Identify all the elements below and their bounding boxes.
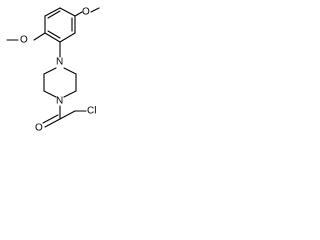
carbonyl-methylene-bond bbox=[59, 110, 76, 120]
piperazine-nitrogen-bottom-label: N bbox=[56, 96, 63, 107]
carbonyl-carbon-oxygen-bond bbox=[44, 118, 61, 128]
piperazine-ring bbox=[43, 67, 77, 98]
piperazine-bond-bottom-left bbox=[43, 90, 57, 98]
methoxy-top-methyl-bond bbox=[90, 7, 100, 13]
ring-bond-bottom-left bbox=[44, 32, 61, 43]
ring-bond-bottom-right bbox=[59, 32, 76, 43]
carbonyl-double-bond bbox=[42, 114, 59, 124]
piperazine-nitrogen-top-label: N bbox=[56, 57, 63, 68]
benzene-ring bbox=[44, 7, 76, 43]
carbonyl-oxygen-label: O bbox=[35, 123, 43, 134]
ring-bond-top-right bbox=[59, 7, 76, 17]
ring-bond-top-left bbox=[44, 7, 61, 17]
piperazine-bond-top-left bbox=[43, 67, 57, 75]
methoxy-top-bond bbox=[74, 11, 83, 17]
methoxy-top-oxygen-label: O bbox=[82, 7, 90, 18]
ring-double-bond-bottom bbox=[47, 30, 61, 39]
chlorine-label: Cl bbox=[87, 106, 96, 117]
piperazine-bond-bottom-right bbox=[63, 90, 77, 98]
ring-double-bond-top bbox=[47, 10, 61, 19]
methoxy-left-oxygen-label: O bbox=[20, 35, 28, 46]
chemical-structure-diagram: O O N N O Cl bbox=[6, 7, 100, 134]
piperazine-bond-top-right bbox=[63, 67, 77, 75]
methoxy-left-bond bbox=[33, 32, 46, 41]
